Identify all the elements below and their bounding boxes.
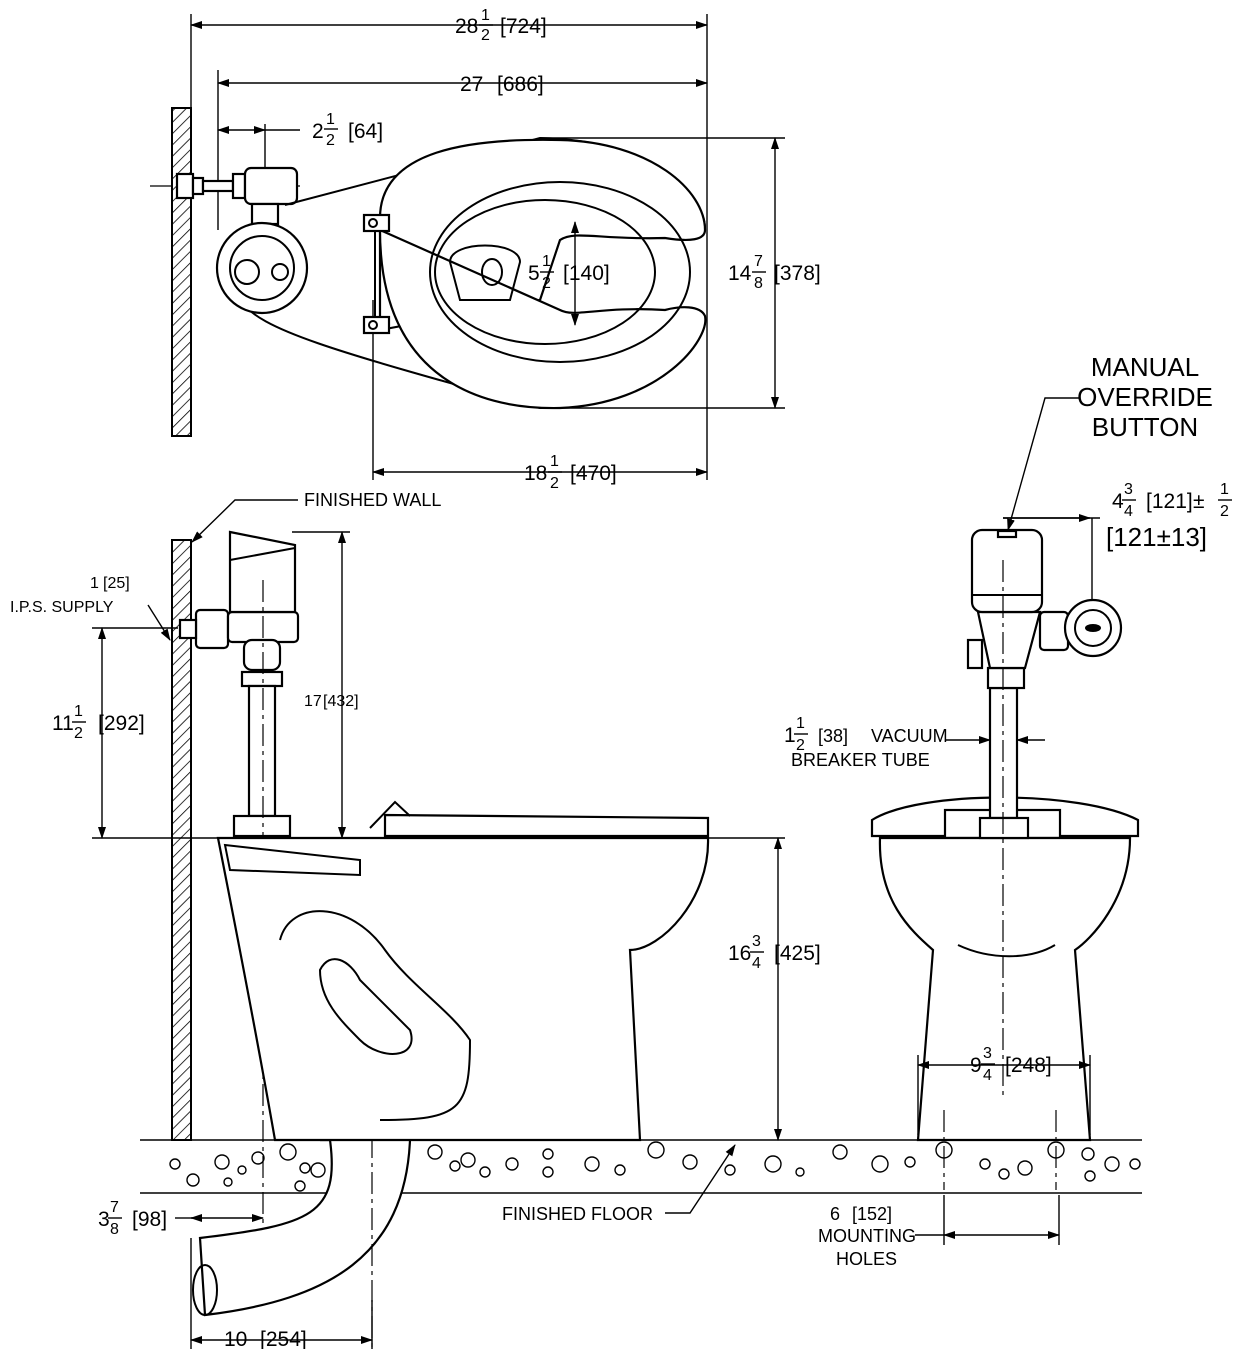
svg-text:[432]: [432] bbox=[323, 693, 359, 710]
outlet-pipe bbox=[198, 1138, 412, 1317]
label-ips-supply: I.P.S. SUPPLY bbox=[10, 599, 114, 616]
svg-text:7: 7 bbox=[754, 253, 763, 270]
svg-text:4: 4 bbox=[1112, 490, 1124, 513]
svg-text:[25]: [25] bbox=[103, 575, 130, 592]
svg-text:8: 8 bbox=[110, 1221, 119, 1238]
svg-text:6: 6 bbox=[830, 1204, 840, 1224]
svg-text:±: ± bbox=[1193, 490, 1205, 513]
front-dimension-texts: MANUAL OVERRIDE BUTTON 4 3 4 [121] ± 1 2… bbox=[784, 352, 1232, 1269]
dim-mounting-holes: 6 [152] MOUNTING HOLES bbox=[818, 1204, 916, 1269]
dim-outlet-to-wall: 10 [254] bbox=[224, 1328, 307, 1349]
svg-text:[140]: [140] bbox=[563, 262, 610, 285]
svg-text:11: 11 bbox=[52, 712, 74, 735]
svg-text:[38]: [38] bbox=[818, 726, 848, 746]
svg-text:5: 5 bbox=[528, 262, 540, 285]
svg-text:1: 1 bbox=[1220, 481, 1229, 498]
svg-text:10: 10 bbox=[224, 1328, 247, 1349]
plan-view bbox=[150, 14, 785, 480]
svg-text:BREAKER TUBE: BREAKER TUBE bbox=[791, 750, 930, 770]
dim-valve-projection: 4 3 4 [121] ± 1 2 [121±13] bbox=[1106, 481, 1232, 552]
svg-text:8: 8 bbox=[754, 275, 763, 292]
svg-text:1: 1 bbox=[90, 575, 99, 592]
svg-text:3: 3 bbox=[983, 1045, 992, 1062]
svg-text:1: 1 bbox=[784, 724, 796, 747]
seat-side bbox=[383, 813, 710, 838]
svg-text:[686]: [686] bbox=[497, 73, 544, 96]
svg-text:[724]: [724] bbox=[500, 15, 547, 38]
svg-text:[425]: [425] bbox=[774, 942, 821, 965]
dim-base-width: 9 3 4 [248] bbox=[970, 1045, 1052, 1084]
label-manual-override: MANUAL OVERRIDE BUTTON bbox=[1077, 352, 1213, 442]
svg-text:4: 4 bbox=[752, 955, 761, 972]
svg-text:[248]: [248] bbox=[1005, 1054, 1052, 1077]
svg-text:3: 3 bbox=[98, 1208, 110, 1231]
svg-text:[98]: [98] bbox=[132, 1208, 167, 1231]
label-finished-wall: FINISHED WALL bbox=[304, 490, 441, 510]
svg-text:2: 2 bbox=[481, 27, 490, 44]
label-finished-floor: FINISHED FLOOR bbox=[502, 1204, 653, 1224]
svg-text:[121±13]: [121±13] bbox=[1106, 522, 1207, 552]
svg-text:27: 27 bbox=[460, 73, 483, 96]
svg-text:16: 16 bbox=[728, 942, 751, 965]
svg-text:1: 1 bbox=[550, 453, 559, 470]
dim-vacuum-breaker: 1 1 2 [38] VACUUM BREAKER TUBE bbox=[784, 715, 948, 770]
svg-text:[470]: [470] bbox=[570, 462, 617, 485]
svg-text:OVERRIDE: OVERRIDE bbox=[1077, 382, 1213, 412]
svg-text:[292]: [292] bbox=[98, 712, 145, 735]
front-elevation bbox=[870, 397, 1140, 1245]
svg-text:2: 2 bbox=[542, 275, 551, 292]
svg-text:18: 18 bbox=[524, 462, 547, 485]
wall-section-plan bbox=[171, 107, 192, 437]
dim-bowl-width: 14 7 8 [378] bbox=[728, 253, 821, 292]
svg-text:3: 3 bbox=[1124, 481, 1133, 498]
svg-text:9: 9 bbox=[970, 1054, 982, 1077]
dim-valve-offset: 2 1 2 [64] bbox=[312, 111, 383, 149]
svg-text:1: 1 bbox=[796, 715, 805, 732]
svg-text:3: 3 bbox=[752, 933, 761, 950]
svg-text:1: 1 bbox=[74, 703, 83, 720]
bowl-side bbox=[216, 836, 710, 1142]
svg-text:4: 4 bbox=[1124, 503, 1133, 520]
svg-text:2: 2 bbox=[326, 132, 335, 149]
svg-text:17: 17 bbox=[304, 693, 322, 710]
svg-text:[378]: [378] bbox=[774, 262, 821, 285]
svg-text:[152]: [152] bbox=[852, 1204, 892, 1224]
svg-text:MOUNTING: MOUNTING bbox=[818, 1226, 916, 1246]
svg-text:[254]: [254] bbox=[260, 1328, 307, 1349]
dim-valve-height: 17 [432] bbox=[304, 693, 359, 710]
dim-supply-height: 11 1 2 [292] bbox=[52, 703, 145, 742]
svg-text:7: 7 bbox=[110, 1199, 119, 1216]
dim-bowl-depth: 27 [686] bbox=[460, 73, 544, 96]
dim-hinge-spacing: 5 1 2 [140] bbox=[528, 253, 610, 292]
svg-text:2: 2 bbox=[74, 725, 83, 742]
svg-text:2: 2 bbox=[312, 120, 324, 143]
dim-outlet-offset: 3 7 8 [98] bbox=[98, 1199, 167, 1238]
dim-supply-size: 1 [25] bbox=[90, 575, 130, 592]
svg-text:BUTTON: BUTTON bbox=[1092, 412, 1198, 442]
svg-text:1: 1 bbox=[481, 7, 490, 24]
dim-overall-depth: 28 1 2 [724] bbox=[455, 7, 547, 44]
svg-text:4: 4 bbox=[983, 1067, 992, 1084]
svg-text:1: 1 bbox=[326, 111, 335, 128]
svg-text:2: 2 bbox=[796, 737, 805, 754]
plan-dimension-texts: 28 1 2 [724] 27 [686] 2 1 2 [64] 5 1 2 [… bbox=[312, 7, 821, 492]
svg-text:VACUUM: VACUUM bbox=[871, 726, 948, 746]
svg-text:[121]: [121] bbox=[1146, 490, 1193, 513]
flush-valve-front bbox=[970, 528, 1044, 614]
side-dimension-texts: FINISHED WALL 1 [25] I.P.S. SUPPLY 11 1 … bbox=[10, 490, 821, 1349]
dim-rim-height: 16 3 4 [425] bbox=[728, 933, 821, 972]
svg-text:28: 28 bbox=[455, 15, 478, 38]
side-elevation bbox=[92, 499, 1142, 1349]
svg-text:14: 14 bbox=[728, 262, 752, 285]
dim-seat-length: 18 1 2 [470] bbox=[524, 453, 617, 492]
floor-aggregate bbox=[169, 1141, 1141, 1192]
svg-text:2: 2 bbox=[550, 475, 559, 492]
svg-text:2: 2 bbox=[1220, 503, 1229, 520]
svg-text:1: 1 bbox=[542, 253, 551, 270]
svg-text:HOLES: HOLES bbox=[836, 1249, 897, 1269]
svg-text:[64]: [64] bbox=[348, 120, 383, 143]
svg-text:MANUAL: MANUAL bbox=[1091, 352, 1199, 382]
